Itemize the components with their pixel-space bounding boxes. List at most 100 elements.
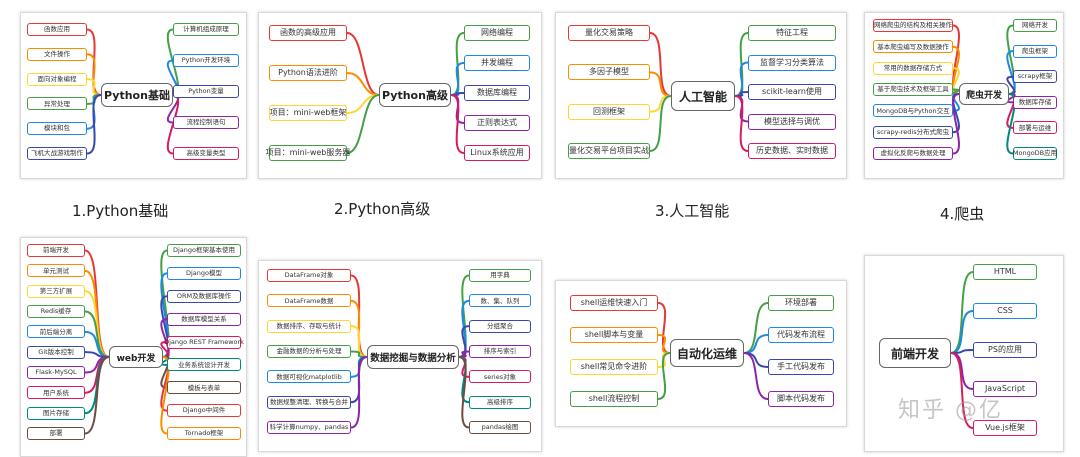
mindmap-node-right: 业务系统设计开发	[167, 358, 241, 372]
card-caption: 3.人工智能	[655, 202, 730, 220]
mindmap-node-right: 正则表达式	[464, 115, 530, 131]
mindmap-branch-line	[450, 62, 465, 96]
mindmap-branch-line	[84, 356, 110, 435]
mindmap-node-left: 数据规整清理、转换与合并	[267, 395, 351, 409]
mindmap-card-crawler: 爬虫开发 网络爬虫的结构及相关操作基本爬虫编写及数据操作常用的数据存储方式基于爬…	[864, 12, 1064, 179]
mindmap-branch-line	[86, 94, 102, 155]
card-caption: 2.Python高级	[334, 200, 431, 218]
mindmap-node-right: Python开发环境	[173, 54, 239, 67]
mindmap-node-right: 监督学习分类算法	[748, 54, 836, 71]
mindmap-center: 前端开发	[879, 338, 951, 368]
mindmap-node-left: shell运维快速入门	[570, 295, 658, 311]
mindmap-node-left: Git版本控制	[27, 345, 85, 359]
mindmap-center: 人工智能	[671, 81, 735, 111]
mindmap-card-python-advanced: Python高级 函数的高级应用 Python语法进阶项目：mini-web框架项…	[258, 12, 542, 179]
mindmap-node-right: pandas绘图	[469, 421, 531, 434]
mindmap-branch-line	[458, 356, 470, 429]
mindmap-node-left: scrapy-redis分布式爬虫	[873, 125, 953, 139]
mindmap-branch-line	[743, 352, 769, 400]
mindmap-node-left: Redis缓存	[27, 305, 85, 318]
mindmap-node-left: 虚拟化反爬与数据处理	[873, 147, 953, 160]
mindmap-branch-line	[350, 356, 368, 429]
mindmap-branch-line	[657, 352, 671, 400]
mindmap-branch-line	[346, 94, 380, 154]
mindmap-node-right: CSS	[973, 303, 1037, 319]
mindmap-branch-line	[734, 95, 749, 152]
mindmap-node-left: 面向对象编程	[27, 72, 87, 86]
mindmap-node-right: 并发编程	[464, 55, 530, 71]
mindmap-node-right: Tornado框架	[167, 427, 241, 440]
mindmap-node-right: 网络开发	[1013, 19, 1057, 32]
mindmap-node-left: 函数的高级应用	[269, 25, 347, 41]
mindmap-node-left: 项目：mini-web服务器	[266, 145, 350, 161]
mindmap-node-right: 数据库模型关系	[167, 312, 241, 326]
mindmap-node-right: Django框架基本使用	[167, 244, 241, 257]
mindmap-node-left: 前端开发	[27, 244, 85, 257]
mindmap-branch-line	[649, 32, 672, 97]
mindmap-branches	[657, 302, 769, 400]
mindmap-node-right: series对象	[469, 370, 531, 384]
mindmap-node-left: DataFrame数据	[267, 294, 351, 308]
mindmap-node-right: Linux系统应用	[464, 145, 530, 161]
mindmap-center: Python高级	[379, 83, 451, 107]
mindmap-node-right: Django中间件	[167, 404, 241, 418]
mindmap-node-right: 流程控制语句	[173, 116, 239, 129]
mindmap-node-left: 网络爬虫的结构及相关操作	[873, 19, 953, 32]
mindmap-branches	[350, 274, 470, 429]
mindmap-node-right: Python变量	[173, 85, 239, 98]
mindmap-branch-line	[950, 271, 974, 354]
mindmap-node-left: 量化交易策略	[568, 25, 650, 41]
mindmap-node-right: 环境部署	[768, 295, 834, 311]
mindmap-node-left: 项目：mini-web框架	[269, 105, 347, 121]
mindmap-node-left: 量化交易平台项目实战	[568, 143, 650, 159]
mindmap-node-left: 数据可视化matplotlib	[267, 370, 351, 384]
mindmap-node-left: 基于爬虫技术及框架工具	[873, 83, 953, 96]
mindmap-branch-line	[649, 95, 672, 152]
mindmap-branches	[649, 32, 749, 152]
mindmap-branch-line	[743, 352, 769, 368]
mindmap-node-left: shell流程控制	[570, 391, 658, 407]
mindmap-node-left: 函数应用	[27, 23, 87, 36]
mindmap-node-right: scikit-learn使用	[748, 84, 836, 100]
mindmap-branch-line	[657, 334, 671, 354]
mindmap-node-left: DataFrame对象	[267, 269, 351, 282]
mindmap-node-right: Django模型	[167, 266, 241, 280]
mindmap-branch-line	[950, 310, 974, 354]
mindmap-node-left: shell脚本与变量	[570, 327, 658, 343]
mindmap-branch-line	[450, 94, 465, 154]
mindmap-node-left: 用户系统	[27, 386, 85, 400]
mindmap-node-right: 数据库存储	[1013, 95, 1057, 109]
mindmap-node-left: shell常见命令进阶	[570, 359, 658, 375]
mindmap-node-right: 高级排序	[469, 395, 531, 409]
mindmap-node-right: 爬虫框架	[1013, 44, 1057, 58]
mindmap-node-right: 计算机组成原理	[173, 23, 239, 36]
mindmap-node-left: 模块和包	[27, 122, 87, 136]
mindmap-node-right: 历史数据、实时数据	[748, 143, 836, 159]
mindmap-node-right: scrapy框架	[1013, 70, 1057, 84]
mindmap-node-left: 多因子模型	[568, 64, 650, 81]
mindmap-node-right: 脚本代码发布	[768, 391, 834, 407]
mindmap-node-right: PS的应用	[973, 342, 1037, 358]
card-caption: 4.爬虫	[940, 205, 985, 223]
card-caption: 1.Python基础	[72, 202, 169, 220]
mindmap-branch-line	[346, 72, 380, 96]
mindmap-branch-line	[346, 32, 380, 96]
mindmap-node-right: 模型选择与调优	[748, 113, 836, 130]
mindmap-node-right: 特征工程	[748, 25, 836, 41]
mindmap-card-ai: 人工智能 量化交易策略多因子模型回测框架量化交易平台项目实战特征工程监督学习分类…	[555, 12, 847, 179]
mindmap-node-left: 基本爬虫编写及数据操作	[873, 40, 953, 54]
mindmap-node-right: 分组聚合	[469, 319, 531, 333]
mindmap-branches	[950, 271, 974, 429]
mindmap-branch-line	[649, 71, 672, 97]
mindmap-node-left: 前后端分离	[27, 325, 85, 339]
mindmap-branch-line	[649, 95, 672, 113]
mindmap-node-left: 异常处理	[27, 97, 87, 111]
mindmap-center: 爬虫开发	[959, 83, 1009, 105]
mindmap-node-right: 用字典	[469, 269, 531, 282]
mindmap-node-left: Python语法进阶	[269, 65, 347, 81]
mindmap-node-left: 单元测试	[27, 264, 85, 278]
